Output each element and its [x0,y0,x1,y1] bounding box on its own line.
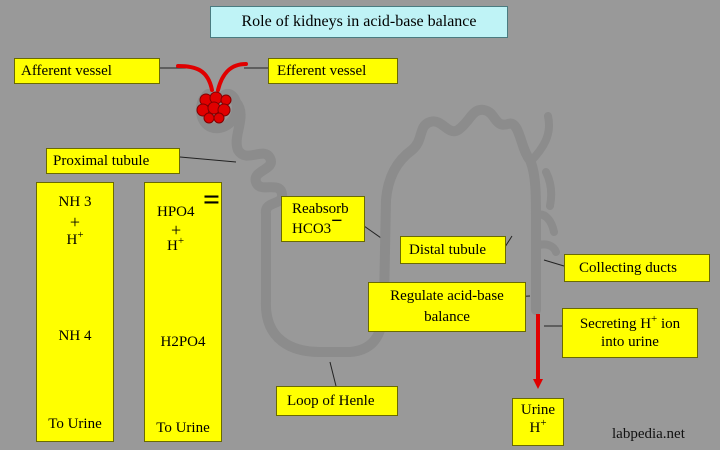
collecting-leader [543,259,565,267]
nh4-text: NH 4 [58,328,92,344]
hco3-charge: − [331,210,343,232]
phosphate-column: HPO4 = + H+ H2PO4 To Urine [144,182,222,442]
loop-text: Loop of Henle [287,393,375,409]
reabsorb-text: Reabsorb [292,201,349,217]
regulate-text-2: balance [424,309,470,325]
label-urine: Urine H+ [512,398,564,446]
secreting-text-2: into urine [601,334,659,350]
urine-text: Urine [520,402,556,418]
label-regulate-balance: Regulate acid-base balance [368,282,526,332]
hpo4-plus: + [171,220,182,240]
h2po4-urine-text: To Urine [156,420,210,436]
label-reabsorb-hco3: Reabsorb HCO3− [281,196,365,242]
collecting-text: Collecting ducts [579,260,677,276]
nh3-h: H+ [37,229,113,249]
hpo4-charge: = [203,183,221,216]
afferent-text: Afferent vessel [21,63,112,79]
glomerulus [196,91,232,124]
loop-leader [329,361,337,387]
hpo4-h-text: H [167,238,178,254]
hpo4-text: HPO4 [157,204,195,220]
secreting-ion: ion [657,316,681,332]
label-secreting-h: Secreting H+ ion into urine [562,308,698,358]
nh3-h-sup: + [77,229,84,241]
efferent-vessel [216,62,248,92]
ammonia-column: NH 3 + H+ NH 4 To Urine [36,182,114,442]
urine-h-text: H [529,420,541,436]
nh3-text: NH 3 [58,194,92,210]
secreting-text: Secreting H [579,316,652,332]
efferent-text: Efferent vessel [277,63,367,79]
proximal-leader [179,156,237,163]
label-efferent-vessel: Efferent vessel [268,58,398,84]
diagram-title: Role of kidneys in acid-base balance [210,6,508,38]
nh4-urine-text: To Urine [48,416,102,432]
urine-h-sup: + [540,417,547,429]
collecting-duct-branch [526,112,560,256]
secreting-sup: + [651,313,658,325]
h2po4-text: H2PO4 [160,334,206,350]
proximal-text: Proximal tubule [53,153,150,169]
label-collecting-ducts: Collecting ducts [564,254,710,282]
label-afferent-vessel: Afferent vessel [14,58,160,84]
label-loop-of-henle: Loop of Henle [276,386,398,416]
watermark: labpedia.net [612,426,685,442]
nh3-plus: + [69,212,81,232]
distal-text: Distal tubule [409,242,487,258]
hco3-text: HCO3 [292,221,332,237]
hpo4-h-sup: + [177,235,185,247]
afferent-vessel [176,64,214,92]
label-proximal-tubule: Proximal tubule [46,148,180,174]
hpo4-h: H+ [167,235,185,255]
regulate-text-1: Regulate acid-base [390,288,504,304]
nh3-h-text: H [66,232,78,248]
label-distal-tubule: Distal tubule [400,236,506,264]
